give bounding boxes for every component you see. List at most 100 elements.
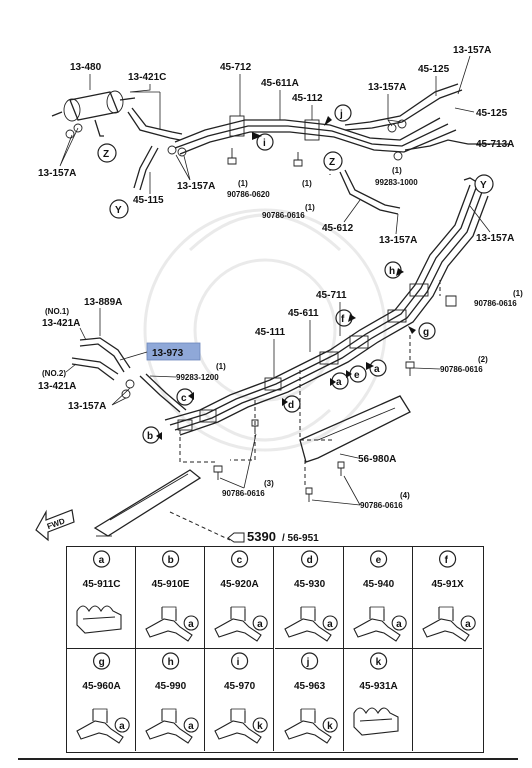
- canister-13-480: [51, 90, 136, 137]
- clip-part-number: 45-940: [363, 579, 395, 590]
- clip-shape: [76, 709, 124, 744]
- label-45-612: 45-612: [322, 223, 354, 234]
- clip-key-j: j: [305, 657, 309, 668]
- qty-0616-d: (3): [264, 479, 274, 488]
- clip-part-number: 45-963: [294, 681, 326, 692]
- clip-part-number: 45-920A: [221, 579, 259, 590]
- clip-shape: [76, 605, 122, 634]
- label-45-611A: 45-611A: [261, 78, 299, 89]
- label-13-421A-2: 13-421A: [38, 381, 76, 392]
- label-45-713A: 45-713A: [476, 139, 514, 150]
- qty-0620: (1): [238, 179, 248, 188]
- clamp-group-tl: [65, 123, 187, 157]
- qty-0616-e: (4): [400, 491, 410, 500]
- label-13-157A-tm: 13-157A: [177, 181, 215, 192]
- clip-shape: [145, 607, 193, 642]
- label-13-157A-l: 13-157A: [68, 401, 106, 412]
- svg-text:a: a: [336, 377, 342, 388]
- label-90786-0616-b: 90786-0616: [474, 299, 517, 308]
- qty-0616-a2: (1): [305, 203, 315, 212]
- ref-5390-pointer: [227, 532, 245, 543]
- label-90786-0616-c: 90786-0616: [440, 365, 483, 374]
- label-13-157A-tr1: 13-157A: [453, 45, 491, 56]
- clip-shape: [422, 607, 470, 642]
- clip-key-h: h: [168, 657, 174, 668]
- label-45-111: 45-111: [255, 327, 285, 338]
- pointer-arrows: [156, 116, 416, 440]
- svg-text:h: h: [389, 266, 395, 277]
- svg-text:Y: Y: [480, 180, 487, 191]
- label-45-125-b: 45-125: [476, 108, 508, 119]
- clip-part-number: 45-931A: [359, 681, 397, 692]
- label-90786-0616-a: 90786-0616: [262, 211, 305, 220]
- clip-ref-marker: a: [257, 619, 263, 630]
- marker-d: d: [283, 395, 301, 413]
- clip-shape: [214, 709, 263, 744]
- clip-part-number: 45-960A: [82, 681, 120, 692]
- svg-text:Z: Z: [103, 149, 109, 160]
- clip-ref-marker: a: [465, 619, 471, 630]
- label-45-712: 45-712: [220, 62, 252, 73]
- label-13-157A-tr2: 13-157A: [368, 82, 406, 93]
- qty-0616-a: (1): [302, 179, 312, 188]
- clip-ref-marker: a: [188, 619, 194, 630]
- label-45-125-a: 45-125: [418, 64, 450, 75]
- clip-ref-marker: a: [327, 619, 333, 630]
- qty-1000: (1): [392, 166, 402, 175]
- clip-key-d: d: [306, 555, 312, 566]
- shield-56-980A: [299, 395, 411, 463]
- clip-drawing-b: b 45-910E a: [145, 550, 199, 642]
- label-no2: (NO.2): [42, 369, 66, 378]
- label-99283-1000: 99283-1000: [375, 178, 418, 187]
- svg-text:j: j: [339, 109, 343, 120]
- label-5390: 5390: [247, 529, 276, 544]
- marker-a-1: a: [369, 359, 387, 377]
- marker-Y-right: Y: [474, 174, 494, 194]
- clip-ref-marker: a: [396, 619, 402, 630]
- bolts-top: [227, 148, 303, 167]
- marker-Y-left: Y: [109, 199, 129, 219]
- clip-key-i: i: [237, 657, 240, 668]
- svg-text:d: d: [288, 400, 294, 411]
- label-13-421C: 13-421C: [128, 72, 166, 83]
- label-13-157A-mr: 13-157A: [379, 235, 417, 246]
- highlight-13-973[interactable]: 13-973: [146, 342, 201, 361]
- svg-text:a: a: [374, 364, 380, 375]
- clip-part-number: 45-910E: [152, 579, 190, 590]
- clip-key-b: b: [168, 555, 174, 566]
- clip-cell-empty: [413, 649, 482, 751]
- qty-0616-b: (1): [513, 289, 523, 298]
- svg-text:Y: Y: [115, 205, 122, 216]
- label-13-973: 13-973: [152, 348, 184, 359]
- clip-key-k: k: [375, 657, 381, 668]
- clip-shape: [353, 707, 399, 736]
- fwd-arrow-icon: FWD: [35, 509, 75, 542]
- label-45-611: 45-611: [288, 308, 319, 319]
- label-45-112: 45-112: [292, 93, 323, 104]
- label-45-711: 45-711: [316, 290, 347, 301]
- highlight-box: [146, 342, 201, 361]
- clip-drawing-k: k 45-931A: [353, 652, 399, 736]
- clip-cell-b: b 45-910E a: [136, 547, 206, 649]
- qty-0616-c: (2): [478, 355, 488, 364]
- clip-drawing-a: a45-911C: [76, 550, 122, 634]
- pipe-bundle-top: [174, 83, 510, 155]
- label-90786-0616-d: 90786-0616: [222, 489, 265, 498]
